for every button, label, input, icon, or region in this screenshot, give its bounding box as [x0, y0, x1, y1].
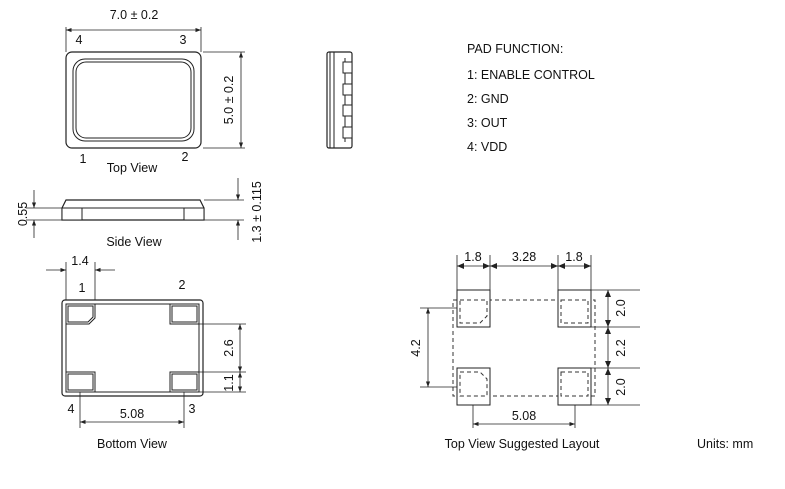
top-view-pin2: 2: [182, 150, 189, 164]
units-label: Units: mm: [697, 437, 753, 451]
bottom-view-pad-height-dim: 1.1: [222, 374, 236, 391]
side-view: 0.55 1.3 ± 0.115 Side View: [16, 178, 264, 249]
top-view-package-body: [65, 51, 202, 149]
top-view-caption: Top View: [107, 161, 158, 175]
top-view-height-dim: 5.0 ± 0.2: [222, 76, 236, 125]
top-view: 7.0 ± 0.2 5.0 ± 0.2 4 3 1 2 Top View: [65, 8, 245, 175]
bottom-view-pad-width-dim: 1.4: [71, 254, 88, 268]
pad-function-item: 3: OUT: [467, 116, 508, 130]
top-view-pin1: 1: [80, 152, 87, 166]
layout-dim-bottom: 5.08: [512, 409, 536, 423]
top-view-lid: [72, 58, 195, 142]
layout-dim-gap: 3.28: [512, 250, 536, 264]
pad-function-item: 2: GND: [467, 92, 509, 106]
bottom-view-pin4: 4: [68, 402, 75, 416]
bottom-view-caption: Bottom View: [97, 437, 168, 451]
layout-dim-right-pad: 1.8: [565, 250, 582, 264]
bottom-view-pin1: 1: [79, 281, 86, 295]
bottom-view-pad-1: [65, 303, 96, 325]
bottom-view-pad-3: [169, 371, 200, 393]
side-view-height-dim: 1.3 ± 0.115: [250, 181, 264, 243]
layout-dim-left-pad: 1.8: [464, 250, 481, 264]
layout-dim-right-top: 2.0: [614, 299, 628, 316]
layout-dim-left: 4.2: [409, 339, 423, 356]
bottom-view-pin2: 2: [179, 278, 186, 292]
pad-function-item: 1: ENABLE CONTROL: [467, 68, 595, 82]
pad-function-item: 4: VDD: [467, 140, 507, 154]
bottom-view-pin3: 3: [189, 402, 196, 416]
side-view-caption: Side View: [106, 235, 162, 249]
layout-dim-right-mid: 2.2: [614, 339, 628, 356]
pad-function-list: PAD FUNCTION: 1: ENABLE CONTROL 2: GND 3…: [467, 42, 595, 154]
top-view-width-dim: 7.0 ± 0.2: [110, 8, 159, 22]
layout-dim-right-bottom: 2.0: [614, 378, 628, 395]
pad-function-title: PAD FUNCTION:: [467, 42, 563, 56]
edge-view: [326, 51, 353, 149]
layout-land-pad-2: [557, 289, 592, 328]
bottom-view-package-body: [61, 299, 204, 397]
top-view-pin4: 4: [76, 33, 83, 47]
top-view-pin3: 3: [180, 33, 187, 47]
layout-package-outline: [452, 299, 596, 397]
bottom-view-pad-2: [169, 303, 200, 325]
bottom-view-pad-pitch-dim: 2.6: [222, 339, 236, 356]
bottom-view-pad-spacing-dim: 5.08: [120, 407, 144, 421]
suggested-layout: 1.8 3.28 1.8 2.0 2.2 2.0 4.2: [409, 250, 640, 451]
layout-caption: Top View Suggested Layout: [445, 437, 600, 451]
side-view-pad-thickness-dim: 0.55: [16, 202, 30, 226]
layout-land-pad-1: [456, 289, 491, 328]
bottom-view: 1.4 2.6 1.1 5.08 1 2 4 3 Bottom View: [46, 254, 246, 451]
layout-land-pad-3: [557, 367, 592, 406]
layout-land-pad-4: [456, 367, 491, 406]
bottom-view-pad-4: [65, 371, 96, 393]
